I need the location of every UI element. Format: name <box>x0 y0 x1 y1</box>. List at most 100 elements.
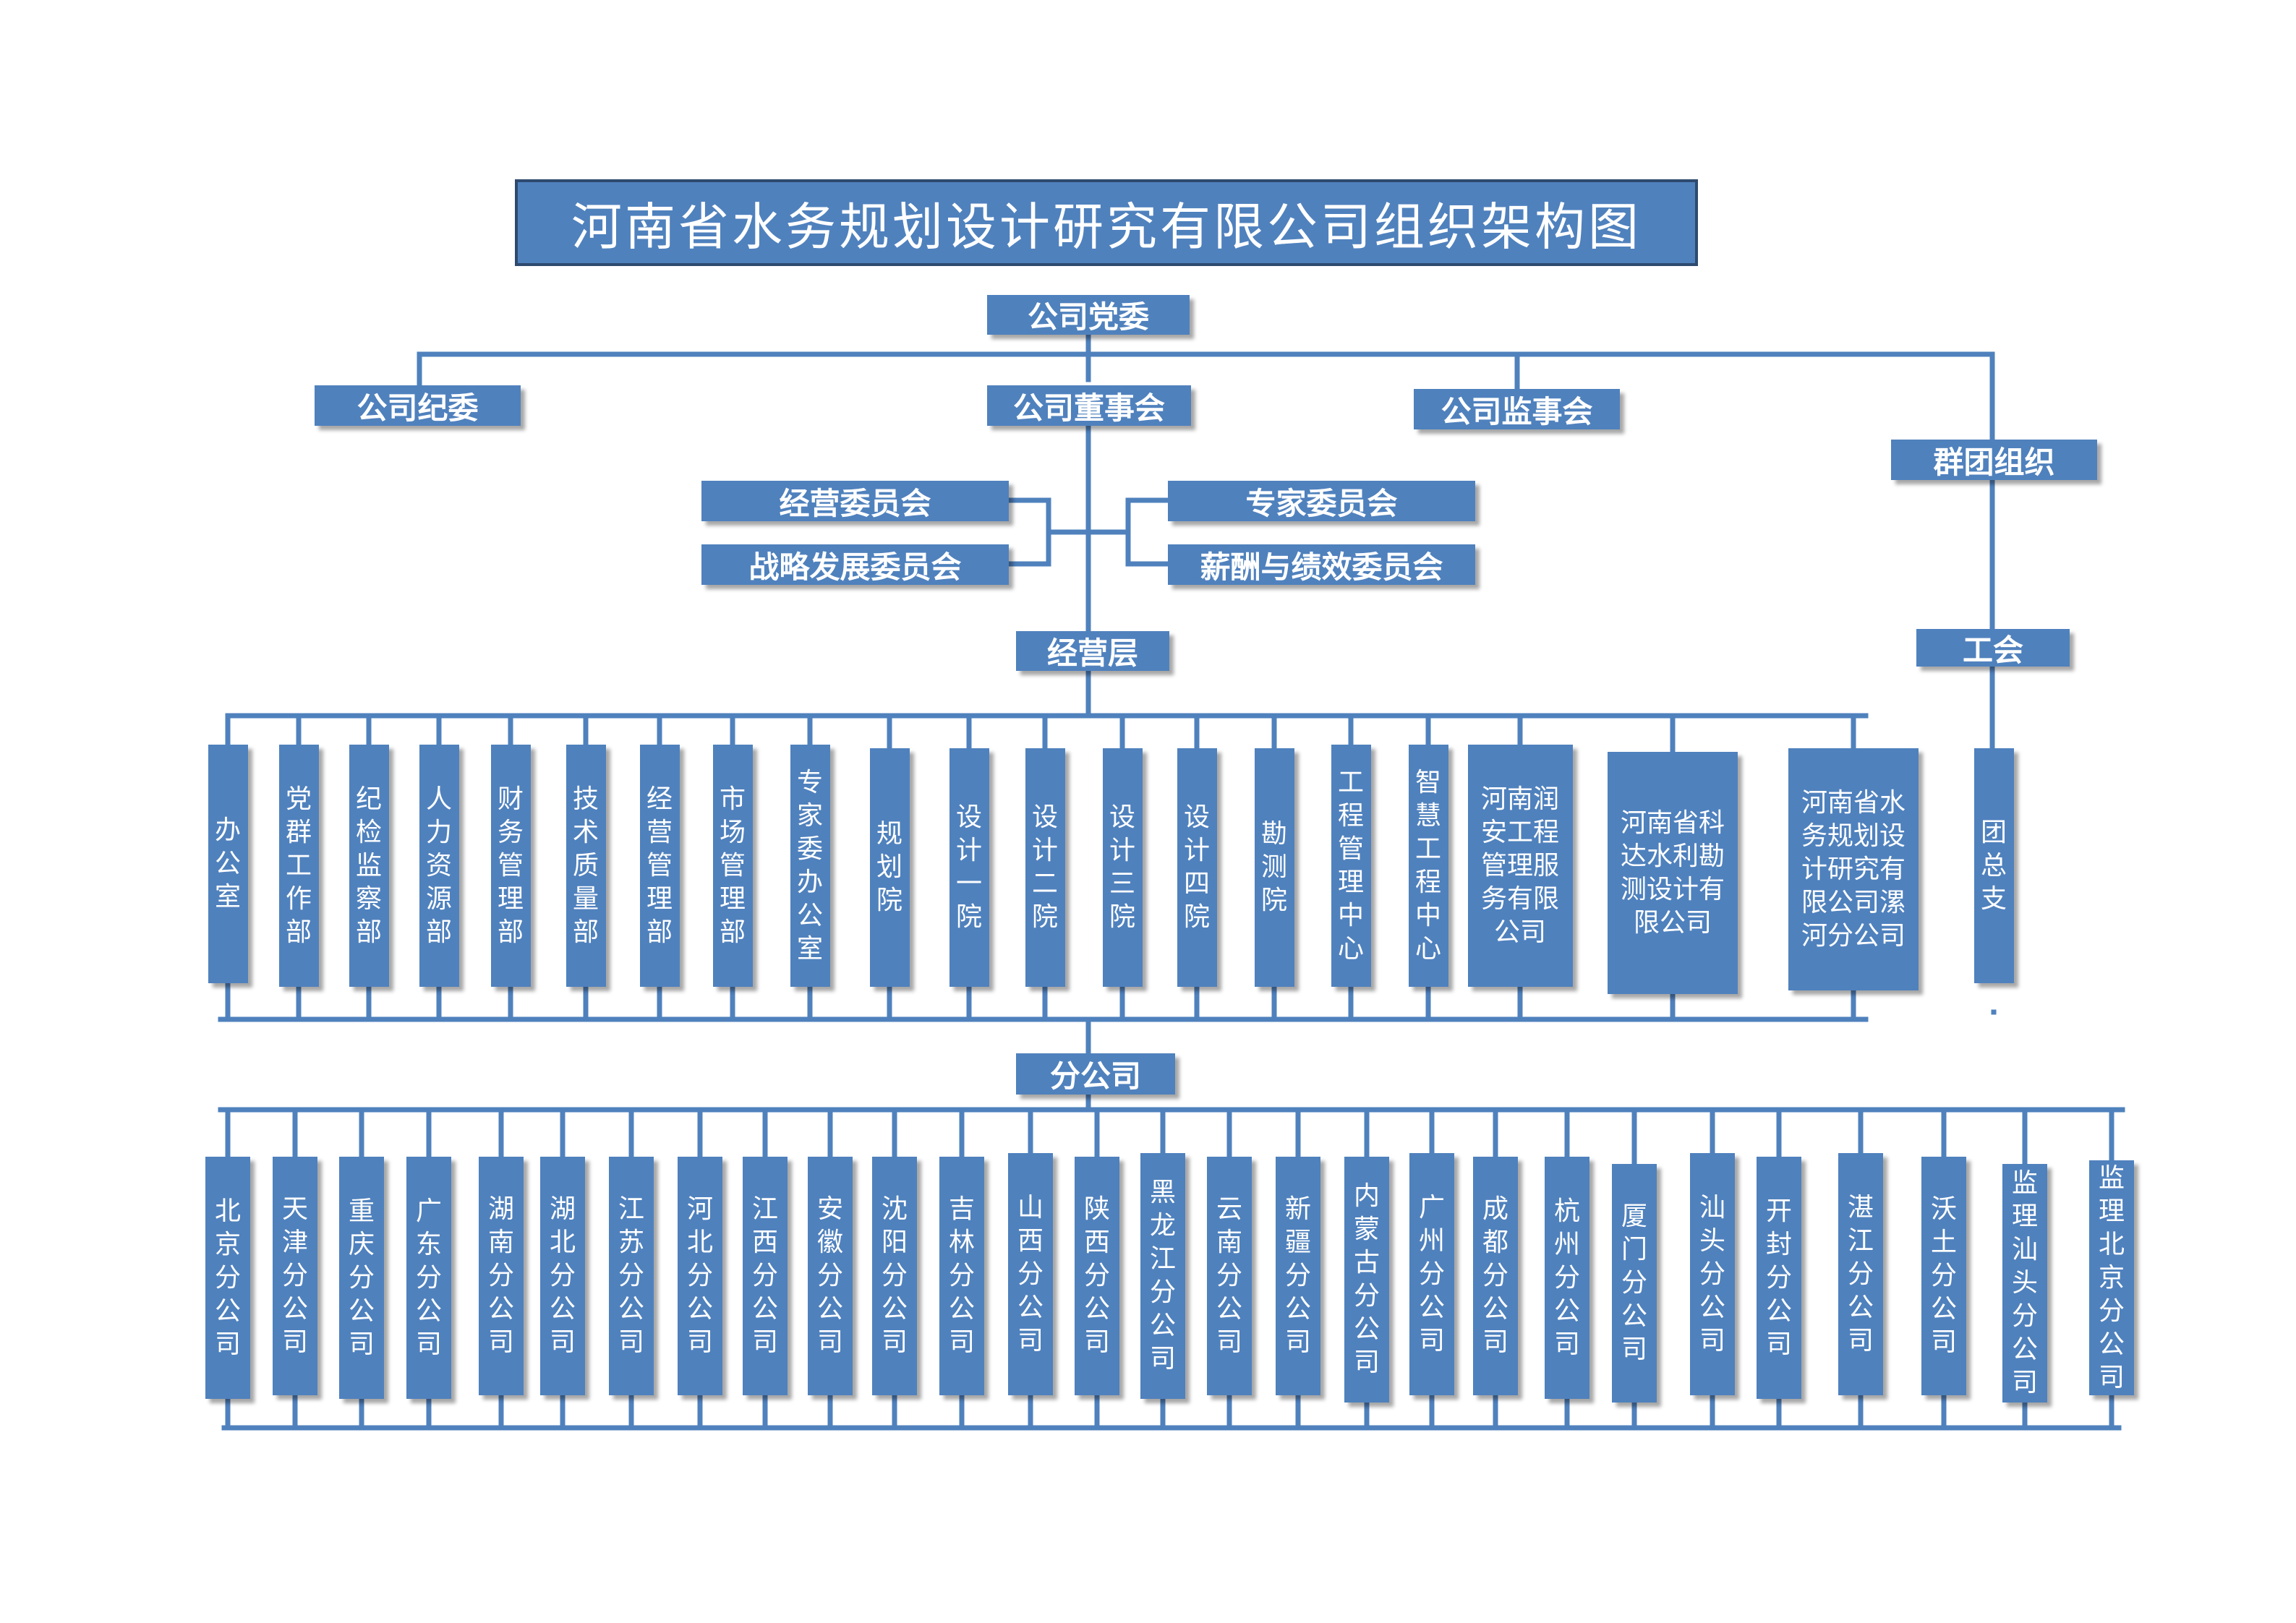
branch-office-box: 江苏分公司 <box>609 1157 654 1395</box>
branch-office-box-label: 监理汕头分公司 <box>2012 1168 2039 1397</box>
branch-office-box: 山西分公司 <box>1008 1153 1053 1395</box>
branch-office-box-label: 湖南分公司 <box>488 1194 515 1357</box>
branch-office-box-label: 安徽分公司 <box>817 1194 844 1357</box>
branch-office-box: 重庆分公司 <box>339 1157 384 1399</box>
department-box: 纪检监察部 <box>349 745 389 987</box>
branch-office-box-label: 陕西分公司 <box>1084 1194 1111 1357</box>
trade-union-box: 工会 <box>1916 629 2070 668</box>
branch-office-box: 北京分公司 <box>205 1157 250 1399</box>
branch-office-box: 湖北分公司 <box>540 1157 585 1395</box>
department-box: 智慧工程中心 <box>1408 745 1448 987</box>
branch-office-box-label: 吉林分公司 <box>949 1194 976 1357</box>
department-box: 办公室 <box>208 745 248 983</box>
department-box: 设计一院 <box>949 748 989 987</box>
department-box-label: 设计二院 <box>1032 802 1059 932</box>
department-box: 财务管理部 <box>490 745 531 987</box>
board-of-directors-box: 公司董事会 <box>987 385 1191 426</box>
branch-office-box-label: 厦门分公司 <box>1621 1202 1648 1364</box>
branch-office-box: 广东分公司 <box>406 1157 451 1399</box>
branch-office-box-label: 黑龙江分公司 <box>1150 1178 1177 1374</box>
department-box: 人力资源部 <box>419 745 459 987</box>
department-box-label: 设计一院 <box>956 802 983 932</box>
branch-office-box: 天津分公司 <box>273 1157 317 1395</box>
branch-office-box-label: 广东分公司 <box>416 1196 443 1359</box>
branch-office-box: 沃土分公司 <box>1921 1157 1966 1395</box>
branch-office-box: 沈阳分公司 <box>872 1157 917 1395</box>
department-box-label: 纪检监察部 <box>356 784 383 947</box>
branch-office-box: 新疆分公司 <box>1276 1157 1320 1395</box>
department-box: 勘测院 <box>1254 748 1294 987</box>
branch-office-box: 安徽分公司 <box>808 1157 853 1395</box>
department-box: 河南省科达水利勘测设计有限公司 <box>1608 752 1738 994</box>
department-box-label: 规划院 <box>876 819 903 915</box>
branch-office-box: 陕西分公司 <box>1075 1157 1119 1395</box>
branch-office-box: 杭州分公司 <box>1545 1157 1589 1399</box>
branch-office-box: 广州分公司 <box>1409 1153 1454 1395</box>
department-box: 工程管理中心 <box>1331 745 1371 987</box>
department-box-label: 党群工作部 <box>286 784 312 947</box>
branch-office-box-label: 天津分公司 <box>282 1194 309 1357</box>
branch-office-box-label: 监理北京分公司 <box>2099 1162 2125 1392</box>
department-box-label: 河南省科达水利勘测设计有限公司 <box>1620 808 1725 938</box>
branch-office-box-label: 北京分公司 <box>215 1196 242 1359</box>
branch-office-box: 河北分公司 <box>678 1157 722 1395</box>
branch-office-box: 监理汕头分公司 <box>2002 1164 2047 1403</box>
branch-office-box: 黑龙江分公司 <box>1140 1153 1185 1399</box>
department-box-label: 专家委办公室 <box>797 767 824 964</box>
mass-organizations-box: 群团组织 <box>1891 440 2097 480</box>
discipline-committee-box: 公司纪委 <box>315 385 521 426</box>
department-box-label: 办公室 <box>215 815 242 912</box>
business-committee-box: 经营委员会 <box>701 481 1009 521</box>
branch-office-box-label: 开封分公司 <box>1766 1196 1793 1359</box>
department-box-label: 市场管理部 <box>720 784 746 947</box>
department-box: 河南润安工程管理服务有限公司 <box>1467 745 1573 987</box>
department-box: 经营管理部 <box>639 745 680 987</box>
party-committee-box: 公司党委 <box>987 295 1190 335</box>
board-of-supervisors-box: 公司监事会 <box>1414 389 1620 429</box>
branch-office-box-label: 沃土分公司 <box>1931 1194 1958 1357</box>
chart-title: 河南省水务规划设计研究有限公司组织架构图 <box>515 179 1698 266</box>
department-box-label: 人力资源部 <box>426 784 453 947</box>
youth-league-box: 团总支 <box>1973 748 2014 983</box>
department-box: 专家委办公室 <box>790 745 830 987</box>
branches-header-box: 分公司 <box>1016 1053 1175 1095</box>
department-box: 技术质量部 <box>566 745 606 987</box>
branch-office-box-label: 杭州分公司 <box>1554 1196 1581 1359</box>
branch-office-box-label: 重庆分公司 <box>349 1196 375 1359</box>
branch-office-box: 云南分公司 <box>1207 1157 1252 1395</box>
department-box-label: 工程管理中心 <box>1338 767 1365 964</box>
department-box: 规划院 <box>869 748 910 987</box>
branch-office-box-label: 内蒙古分公司 <box>1354 1181 1380 1377</box>
strategy-committee-box: 战略发展委员会 <box>701 544 1009 585</box>
branch-office-box-label: 云南分公司 <box>1216 1194 1243 1357</box>
branch-office-box-label: 新疆分公司 <box>1285 1194 1312 1357</box>
department-box-label: 河南省水务规划设计研究有限公司漯河分公司 <box>1801 787 1905 951</box>
branch-office-box: 湖南分公司 <box>479 1157 524 1395</box>
department-box-label: 设计四院 <box>1184 802 1211 932</box>
department-box: 党群工作部 <box>278 745 319 987</box>
management-box: 经营层 <box>1016 631 1169 671</box>
branch-office-box-label: 河北分公司 <box>687 1194 714 1357</box>
department-box-label: 设计三院 <box>1109 802 1136 932</box>
department-box-label: 技术质量部 <box>573 784 599 947</box>
branch-office-box-label: 湛江分公司 <box>1848 1192 1874 1356</box>
department-box-label: 财务管理部 <box>498 784 524 947</box>
branch-office-box: 汕头分公司 <box>1690 1153 1735 1395</box>
branch-office-box-label: 湖北分公司 <box>550 1194 576 1357</box>
branch-office-box: 成都分公司 <box>1473 1157 1518 1395</box>
branch-office-box-label: 广州分公司 <box>1419 1192 1446 1356</box>
department-box: 河南省水务规划设计研究有限公司漯河分公司 <box>1788 748 1919 990</box>
branch-office-box: 监理北京分公司 <box>2089 1160 2134 1395</box>
department-box: 设计三院 <box>1102 748 1143 987</box>
branch-office-box-label: 山西分公司 <box>1017 1192 1044 1356</box>
branch-office-box: 内蒙古分公司 <box>1344 1157 1389 1403</box>
branch-office-box: 厦门分公司 <box>1612 1164 1657 1403</box>
department-box-label: 经营管理部 <box>646 784 673 947</box>
department-box-label: 河南润安工程管理服务有限公司 <box>1480 784 1559 947</box>
department-box: 设计二院 <box>1025 748 1065 987</box>
youth-league-box-label: 团总支 <box>1981 817 2007 914</box>
branch-office-box-label: 江苏分公司 <box>618 1194 645 1357</box>
salary-committee-box: 薪酬与绩效委员会 <box>1168 544 1475 585</box>
department-box-label: 勘测院 <box>1261 819 1288 915</box>
